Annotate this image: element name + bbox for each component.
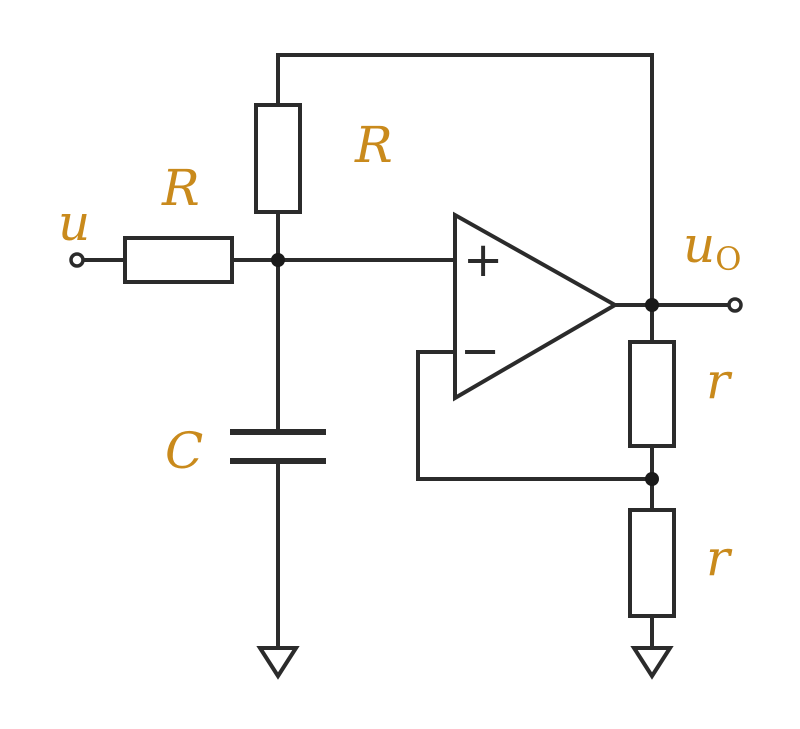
label-r-top: r [706, 352, 733, 410]
opamp-plus-sign: + [463, 232, 503, 288]
ground-right-icon [630, 646, 674, 680]
input-resistor [123, 236, 234, 284]
feedback-resistor [254, 103, 302, 214]
label-capacitor-C: C [165, 422, 203, 480]
label-input-u: u [58, 194, 90, 252]
op-amp [453, 211, 620, 402]
label-r-bottom: r [706, 529, 733, 587]
top-feedback-wire [276, 53, 654, 307]
minus-feedback-wire [416, 350, 654, 481]
label-feedback-resistor-R: R [354, 116, 393, 174]
input-terminal [69, 252, 85, 268]
junction-input-node [271, 253, 285, 267]
ground-left-icon [256, 646, 300, 680]
opamp-minus-sign: − [460, 323, 500, 379]
r-top-resistor [628, 340, 676, 448]
junction-output-node [645, 298, 659, 312]
output-terminal [727, 297, 743, 313]
label-input-resistor-R: R [161, 159, 200, 217]
r-bottom-resistor [628, 508, 676, 618]
label-output-uO: uO [683, 216, 741, 278]
junction-divider-node [645, 472, 659, 486]
